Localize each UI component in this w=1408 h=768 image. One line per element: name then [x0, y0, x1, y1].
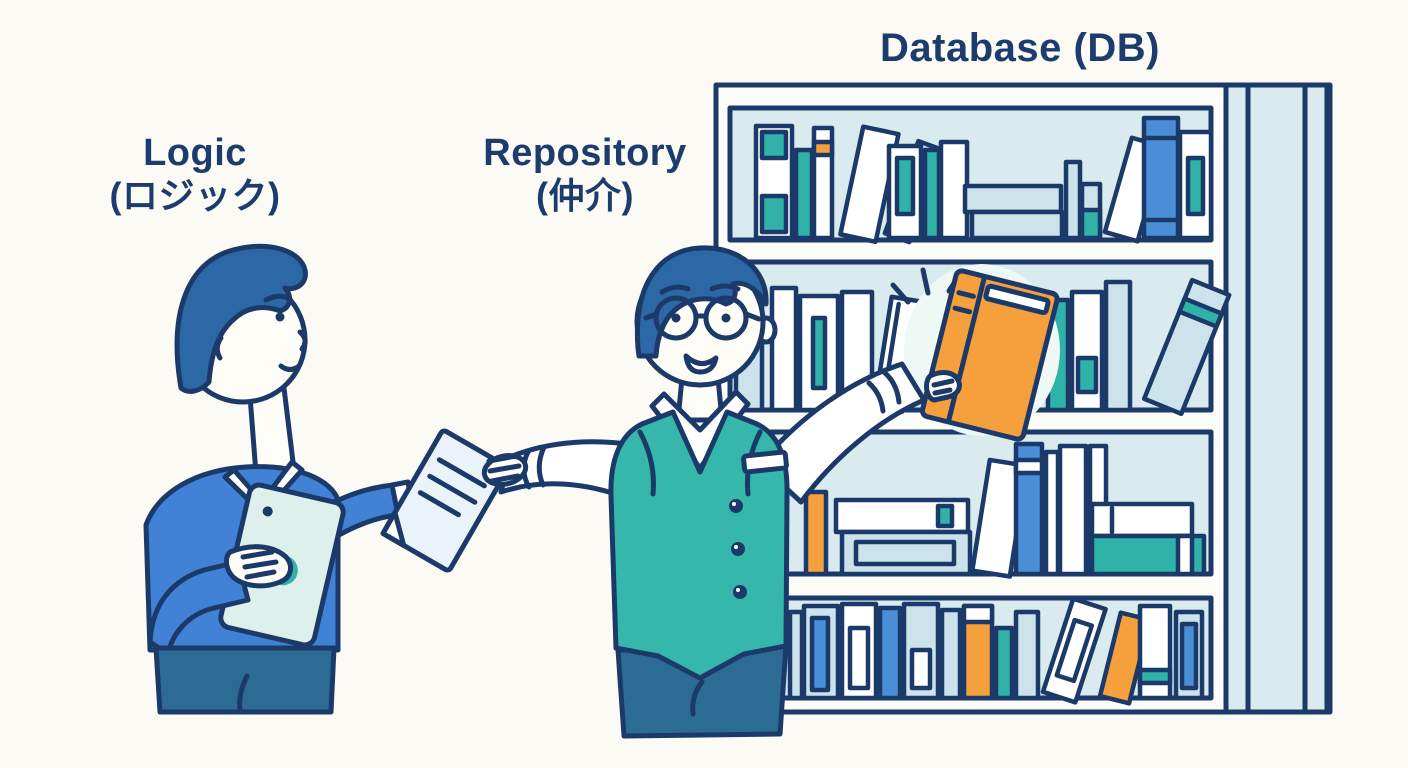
shelf-row-3-books: [803, 441, 1207, 579]
finger-lines: [931, 378, 955, 396]
logic-pants-crease: [237, 673, 250, 713]
note-fold: [380, 510, 407, 548]
librarian-hair: [634, 245, 769, 359]
database-label-title: Database (DB): [880, 26, 1160, 70]
logic-ear: [214, 335, 224, 361]
vest-buttons: [729, 499, 747, 599]
librarian-collar: [649, 389, 751, 471]
logic-nose: [297, 329, 308, 352]
librarian-smile: [683, 353, 719, 375]
note-text-lines: [417, 457, 487, 518]
librarian-right-sleeve: [757, 361, 927, 505]
librarian-pants-crease: [690, 679, 705, 717]
logic-label-title: Logic: [143, 132, 247, 174]
logic-person-illustration: [143, 244, 442, 715]
database-label: Database (DB): [840, 26, 1200, 72]
logic-fingers: [240, 549, 279, 580]
glasses-icon: [643, 295, 762, 341]
repository-label-title: Repository: [483, 132, 687, 174]
bookshelf-side-panel: [1223, 82, 1330, 715]
repository-label: Repository (仲介): [425, 132, 745, 216]
logic-smile: [278, 363, 302, 372]
logic-hair: [174, 244, 308, 394]
name-tag: [741, 449, 789, 475]
logic-eye: [275, 312, 285, 322]
database-bookshelf-illustration: [713, 82, 1333, 715]
shelf-row-4-books: [787, 596, 1205, 706]
shelf-row-1-books: [753, 115, 1214, 245]
librarian-eye: [671, 313, 681, 323]
book-spine-bands: [952, 290, 976, 315]
book-pages-edge: [983, 283, 1051, 316]
librarian-eyebrows: [659, 283, 741, 295]
repository-label-subtitle: (仲介): [536, 175, 634, 217]
retrieved-book-icon: [919, 268, 1060, 442]
librarian-right-cuff: [866, 369, 902, 414]
logic-label-subtitle: (ロジック): [109, 175, 281, 217]
logic-label: Logic (ロジック): [55, 132, 335, 216]
logic-eyebrow: [263, 293, 293, 303]
librarian-fingers: [486, 453, 522, 484]
librarian-fingers-on-book: [924, 370, 962, 403]
repository-librarian-illustration: [481, 245, 927, 739]
librarian-eye: [721, 313, 731, 323]
request-note-icon: [380, 428, 510, 573]
